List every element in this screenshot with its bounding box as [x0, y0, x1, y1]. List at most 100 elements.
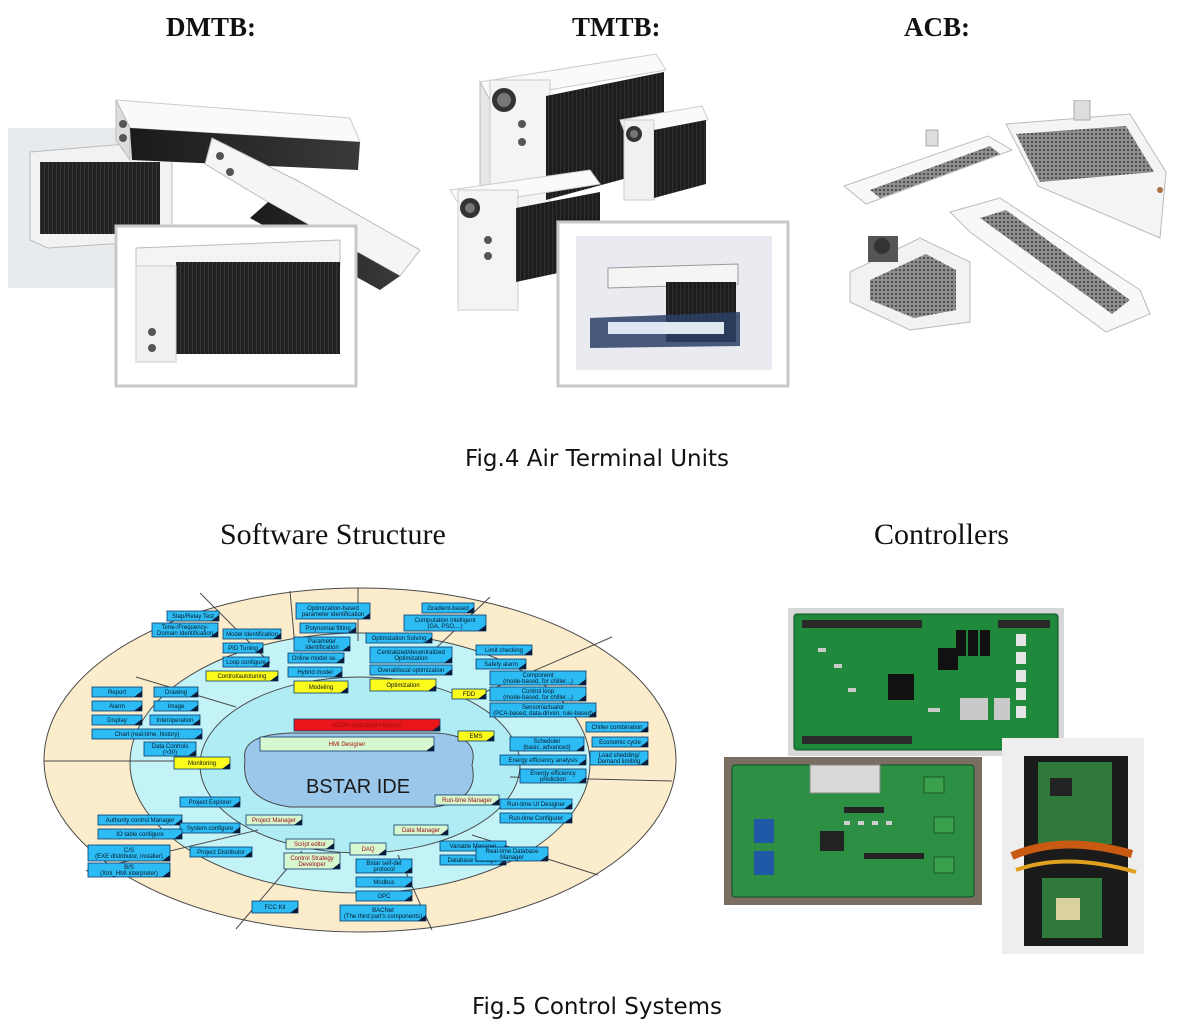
tmtb-title: TMTB:: [572, 12, 661, 42]
box-loop-configure: Loop configure: [222, 656, 270, 668]
box-safety-alarm: Safety alarm: [475, 658, 527, 670]
box-project-distributor: Project Distributor: [189, 846, 253, 858]
box-label: Online model se...: [292, 656, 341, 662]
box-label: Chart (real-time, history): [115, 732, 180, 738]
box-label: Project Manager: [252, 818, 296, 824]
box-acmv-dedicated-modules: ACMV-dedicated Modules: [293, 718, 441, 732]
box-label: Modbus: [373, 880, 394, 886]
box-label: Data Controls: [152, 744, 189, 750]
box-computation-intelligent: Computation intelligent(GA, PSO,...): [403, 614, 487, 632]
box-label: Hybrid model: [297, 670, 332, 676]
box-label: Energy efficiency: [530, 771, 576, 777]
box-label: Project Explorer: [189, 800, 232, 806]
box-label: Centralized/decentralized: [377, 650, 445, 656]
box-polynomial-fitting: Polynomial fitting: [299, 622, 357, 634]
box-system-configure: System configure: [179, 822, 241, 834]
box-label: Control loop: [522, 689, 555, 695]
dmtb-title: DMTB:: [166, 12, 256, 42]
box-gradient-based: Gradient-based: [421, 602, 475, 614]
box-label: IO table configure: [116, 832, 164, 838]
box-image: Image: [153, 700, 199, 712]
box-bacnet: BACNet(The third part's components): [339, 904, 427, 922]
box-label: B/S: [124, 865, 134, 871]
box-label: Bstar self-def: [366, 861, 402, 867]
box-run-time-configurer: Run-time Configurer: [499, 812, 573, 824]
box-label: Optimization Solving: [372, 636, 427, 642]
box-label: Display: [107, 718, 127, 724]
acb-illustration: [842, 100, 1167, 333]
box-label: Monitoring: [188, 761, 216, 767]
box-label: (mode-based, for chiller...): [503, 679, 573, 685]
box-label: Run-time UI Designer: [507, 802, 565, 808]
box-label: prediction: [540, 777, 566, 783]
box-label: OPC: [377, 894, 391, 900]
box-label: Chiller combination: [591, 725, 642, 731]
box-label: PID Tuning: [228, 646, 258, 652]
box-run-time-manager: Run-time Manager: [434, 794, 500, 806]
box-optimization: Optimization: [369, 678, 437, 692]
box-time-frequency-domain: Time-/Frequency-Domain Identification: [151, 622, 219, 638]
box-modbus: Modbus: [355, 876, 413, 888]
box-step-relay-test: Step/Relay Test: [166, 610, 220, 622]
box-authority-control-manager: Authority control Manager: [97, 814, 183, 826]
box-load-shedding: Load shedding/Demand limiting: [589, 750, 649, 766]
box-script-editor: Script editor: [285, 838, 335, 850]
box-label: FCC Kit: [265, 905, 286, 911]
box-label: Data Manager: [402, 828, 440, 834]
box-label: C/S: [124, 848, 134, 854]
box-label: Modeling: [309, 685, 333, 691]
box-label: EMS: [469, 734, 482, 740]
box-drawing: Drawing: [153, 686, 199, 698]
box-label: Optimization: [394, 656, 427, 662]
box-label: Safety alarm: [484, 662, 518, 668]
box-label: Domain Identification: [157, 631, 213, 637]
box-ems: EMS: [457, 730, 495, 742]
box-model-identification: Model Identification: [222, 628, 282, 640]
box-label: Model Identification: [226, 632, 278, 638]
box-cs-exe: C/S(EXE distributor, installer): [87, 844, 171, 862]
box-sensor-actuator: Sensor/actuator(PCA-based, data-driven, …: [489, 702, 597, 718]
box-economic-cycle: Economic cycle: [591, 736, 649, 748]
controller-board-medium: [724, 757, 982, 905]
controllers-title: Controllers: [874, 518, 1009, 551]
box-bs-xml: B/S(Xml_HMI interpreter): [87, 862, 171, 878]
box-label: (basic, advanced): [523, 745, 570, 751]
box-report: Report: [91, 686, 143, 698]
box-alarm: Alarm: [91, 700, 143, 712]
box-label: Economic cycle: [599, 740, 641, 746]
box-online-model-setup: Online model se...: [287, 652, 345, 664]
box-label: Developer: [298, 862, 325, 868]
box-chiller-combination: Chiller combination: [585, 721, 649, 733]
box-fdd: FDD: [451, 688, 487, 700]
box-project-explorer: Project Explorer: [179, 796, 241, 808]
box-label: Script editor: [294, 842, 326, 848]
center-label: BSTAR IDE: [306, 776, 410, 798]
box-interoperation: Interoperation: [149, 714, 201, 726]
fig5-caption: Fig.5 Control Systems: [471, 994, 722, 1020]
box-label: Authority control Manager: [106, 818, 175, 824]
box-project-manager: Project Manager: [245, 814, 303, 826]
box-label: identification: [305, 645, 338, 651]
box-label: protocol: [373, 867, 394, 873]
box-label: Computation intelligent: [414, 618, 475, 624]
box-label: Step/Relay Test: [172, 614, 214, 620]
tmtb-illustration: [449, 53, 790, 388]
box-scheduler: Scheduler(basic, advanced): [509, 736, 585, 752]
box-label: Interoperation: [156, 718, 193, 724]
box-io-table-configure: IO table configure: [97, 828, 183, 840]
box-label: Run-time Configurer: [509, 816, 563, 822]
box-label: parameter identification: [302, 612, 364, 618]
box-label: (EXE distributor, installer): [95, 854, 163, 860]
fig4-caption: Fig.4 Air Terminal Units: [464, 446, 729, 472]
box-label: Manager: [500, 855, 524, 861]
box-component: Component(mode-based, for chiller...): [489, 670, 587, 686]
box-label: Variable Manager: [450, 844, 497, 850]
box-optimization-solving: Optimization Solving: [365, 632, 433, 644]
box-label: Limit checking: [485, 648, 523, 654]
box-monitoring: Monitoring: [173, 756, 231, 770]
